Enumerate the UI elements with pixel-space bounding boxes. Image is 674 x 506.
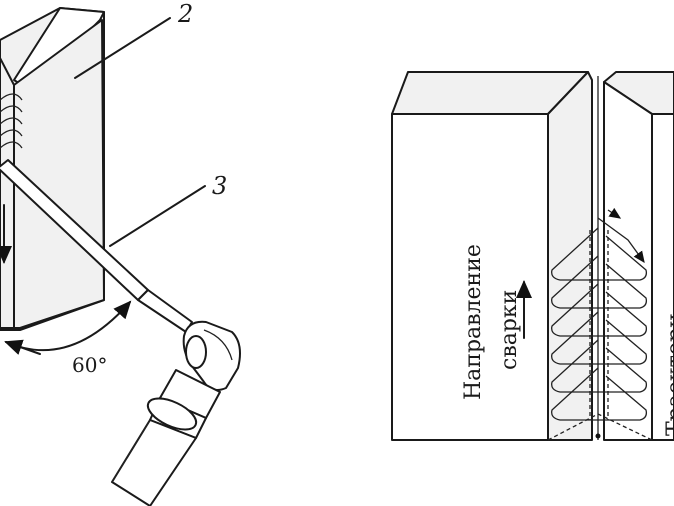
label-plate-number: 2 <box>177 0 193 28</box>
groove-outline <box>547 230 653 441</box>
electrode-holder <box>111 320 241 506</box>
leader-line-2 <box>74 17 171 79</box>
direction-label-line2: сварки <box>497 290 522 370</box>
electrode-trajectory <box>551 207 648 439</box>
right-figure: Направление сварки Траектори <box>391 71 674 441</box>
electrode-rod <box>0 159 193 333</box>
right-plate-block <box>603 71 674 441</box>
leader-line-3 <box>109 185 206 247</box>
angle-label: 60° <box>72 353 107 377</box>
left-figure: 2 3 60° <box>0 0 241 506</box>
left-plate-block <box>391 71 593 441</box>
direction-label-line1: Направление <box>461 244 486 400</box>
label-torch-number: 3 <box>212 172 227 200</box>
vertical-plate <box>0 7 105 331</box>
trajectory-label: Траектори <box>663 313 674 436</box>
weld-bead <box>0 93 23 149</box>
